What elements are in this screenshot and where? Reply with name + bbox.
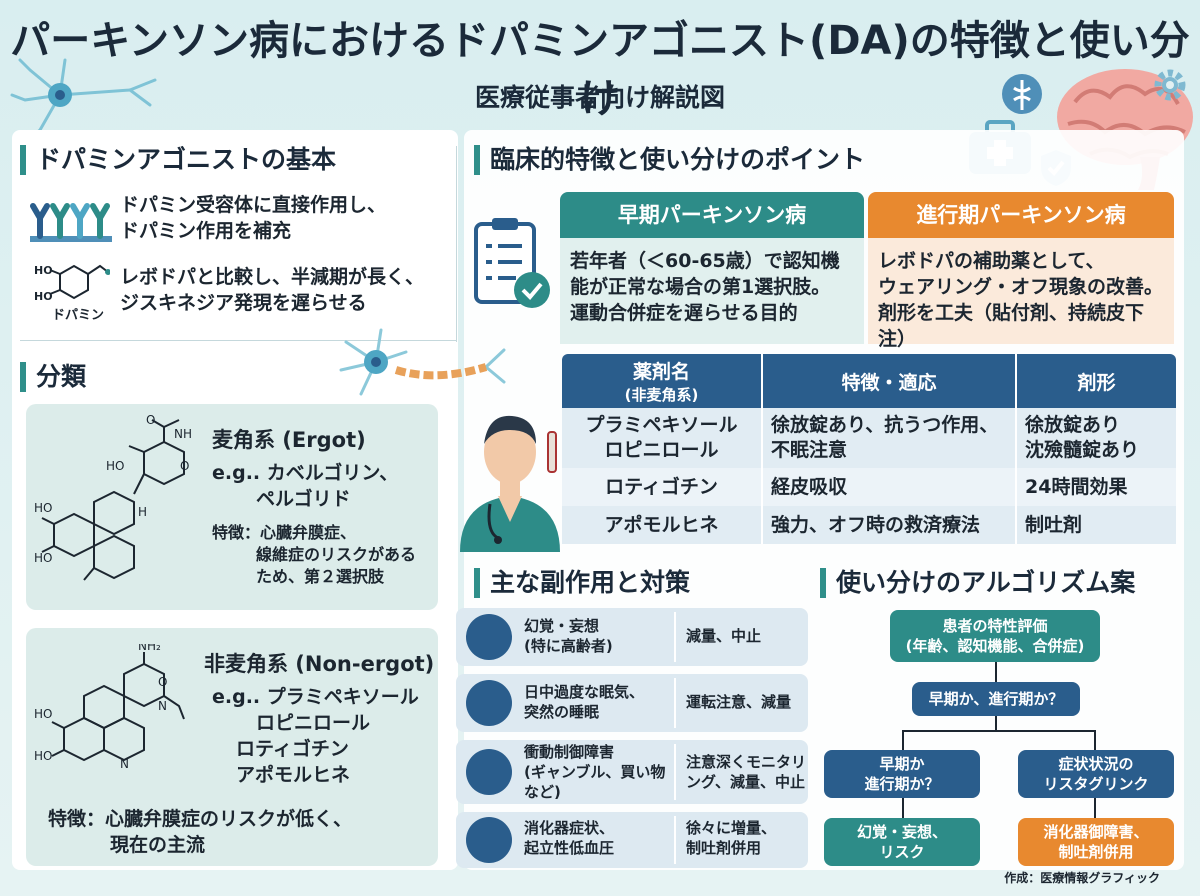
divider [20, 340, 456, 341]
checklist-icon [474, 218, 550, 308]
divider [674, 612, 676, 662]
ergot-feature: 特徴：心臓弁膜症、 線維症のリスクがある ため、第２選択肢 [212, 523, 417, 586]
svg-text:N: N [120, 757, 129, 771]
side-effect-row [456, 812, 808, 868]
flow-left-outcome: 幻覚・妄想、リスク [824, 818, 980, 866]
flow-left-box: 早期か進行期か？ [824, 750, 980, 798]
svg-text:HO: HO [34, 501, 52, 515]
svg-text:O: O [146, 413, 155, 427]
flow-question-box: 早期か、進行期か？ [912, 682, 1080, 716]
svg-text:NH₂: NH₂ [138, 644, 161, 653]
flow-arrow [902, 798, 904, 818]
advanced-header: 進行期パーキンソン病 [868, 192, 1174, 238]
col-header-form: 剤形 [1016, 354, 1176, 408]
flow-start-box: 患者の特性評価(年齢、認知機能、合併症) [890, 610, 1100, 662]
svg-text:HO: HO [34, 707, 52, 721]
basics-point1: ドパミン受容体に直接作用し、ドパミン作用を補充 [120, 194, 387, 242]
ergot-title: 麦角系 (Ergot) [212, 428, 366, 452]
classification-heading: 分類 [20, 362, 86, 392]
side-effect-row [456, 740, 808, 804]
flow-arrow [1094, 798, 1096, 818]
table-row: アポモルヒネ 強力、オフ時の救済療法 制吐剤 [562, 506, 1176, 544]
flow-arrow [995, 662, 997, 682]
col-header-feature: 特徴・適応 [762, 354, 1017, 408]
clinical-heading: 臨床的特徴と使い分けのポイント [474, 145, 865, 175]
side-effect-name: 衝動制御障害(ギャンブル、買い物など) [524, 743, 666, 801]
side-effect-measure: 減量、中止 [686, 627, 762, 645]
side-effect-row [456, 608, 808, 666]
algorithm-heading: 使い分けのアルゴリズム案 [820, 568, 1135, 598]
side-effects-heading: 主な副作用と対策 [474, 568, 690, 598]
gear-icon [1154, 69, 1186, 101]
ergot-examples: e.g.. カベルゴリン、 ペルゴリド [212, 462, 399, 510]
nonergot-examples: e.g.. プラミペキソール ロピニロール ロティゴチン アポモルヒネ [212, 686, 419, 786]
side-effect-name: 幻覚・妄想(特に高齢者) [524, 617, 613, 655]
divider [674, 744, 676, 800]
early-header: 早期パーキンソン病 [560, 192, 864, 238]
svg-text:N: N [158, 699, 167, 713]
side-effect-measure: 注意深くモニタリング、減量、中止 [686, 753, 807, 791]
svg-text:NH: NH [174, 427, 192, 441]
side-effect-row [456, 674, 808, 732]
svg-text:HO: HO [34, 264, 53, 277]
page-subtitle: 医療従事者向け解説図 [474, 83, 725, 112]
divider [674, 816, 676, 864]
divider [674, 678, 676, 728]
drug-table-grid: 薬剤名 (非麦角系) 特徴・適応 剤形 プラミペキソールロピニロール 徐放錠あり… [562, 354, 1176, 544]
flow-right-box: 症状状況のリスタグリンク [1018, 750, 1174, 798]
col-header-drug: 薬剤名 (非麦角系) [562, 354, 763, 408]
nonergot-feature: 特徴：心臓弁膜症のリスクが低く、 現在の主流 [48, 808, 353, 856]
sleep-head-icon [466, 680, 512, 726]
advanced-body: レボドパの補助薬として、ウェアリング・オフ現象の改善。剤形を工夫（貼付剤、持続皮… [868, 238, 1174, 350]
nonergot-structure-icon: NH₂ O N N HO HO [34, 644, 185, 771]
early-body: 若年者（＜60-65歳）で認知機能が正常な場合の第1選択肢。運動合併症を遅らせる… [560, 238, 864, 344]
brain-head-icon [466, 614, 512, 660]
table-row: プラミペキソールロピニロール 徐放錠あり、抗うつ作用、不眠注意 徐放錠あり沈殮髓… [562, 408, 1176, 468]
caduceus-icon [1002, 74, 1042, 114]
side-effect-name: 消化器症状、起立性低血圧 [524, 819, 615, 857]
svg-text:O: O [158, 675, 167, 689]
svg-text:HO: HO [34, 551, 52, 565]
flow-arrow [902, 730, 904, 750]
flow-right-outcome: 消化器御障害、制吐剤併用 [1018, 818, 1174, 866]
flow-arrow [902, 730, 1094, 732]
drug-table: 薬剤名 (非麦角系) 特徴・適応 剤形 プラミペキソールロピニロール 徐放錠あり… [562, 354, 1176, 546]
svg-text:HO: HO [34, 290, 53, 303]
side-effect-measure: 徐々に増量、制吐剤併用 [686, 819, 777, 857]
table-row: ロティゴチン 経皮吸収 24時間効果 [562, 468, 1176, 506]
doctor-icon [460, 415, 560, 552]
divider [456, 146, 457, 342]
svg-text:HO: HO [34, 749, 52, 763]
dopamine-molecule-icon: HO HO [34, 264, 110, 303]
svg-text:HO: HO [106, 459, 124, 473]
flow-arrow [1094, 730, 1096, 750]
neuron-icon [339, 328, 506, 396]
nonergot-card [26, 628, 438, 866]
nonergot-title: 非麦角系 (Non-ergot) [204, 652, 435, 676]
impulse-head-icon [466, 749, 512, 795]
receptor-icon [30, 203, 112, 242]
side-effect-measure: 運転注意、減量 [686, 693, 792, 711]
basics-point2: レボドパと比較し、半減期が長く、ジスキネジア発現を遅らせる [120, 266, 425, 314]
side-effect-name: 日中過度な眠気、突然の睡眠 [524, 683, 645, 721]
ergot-structure-icon: NH O HO O H HO HO [34, 413, 192, 581]
page-title: パーキンソン病におけるドパミンアゴニスト(DA)の特徴と使い分け [10, 18, 1190, 122]
svg-text:H: H [138, 505, 147, 519]
flow-arrow [995, 716, 997, 730]
footer-credit: 作成：医療情報グラフィック [1004, 871, 1160, 885]
neuron-icon [10, 58, 157, 140]
dopamine-label: ドパミン [52, 308, 105, 323]
stomach-icon [466, 817, 512, 863]
svg-text:O: O [180, 459, 189, 473]
basics-heading: ドパミンアゴニストの基本 [20, 145, 336, 175]
